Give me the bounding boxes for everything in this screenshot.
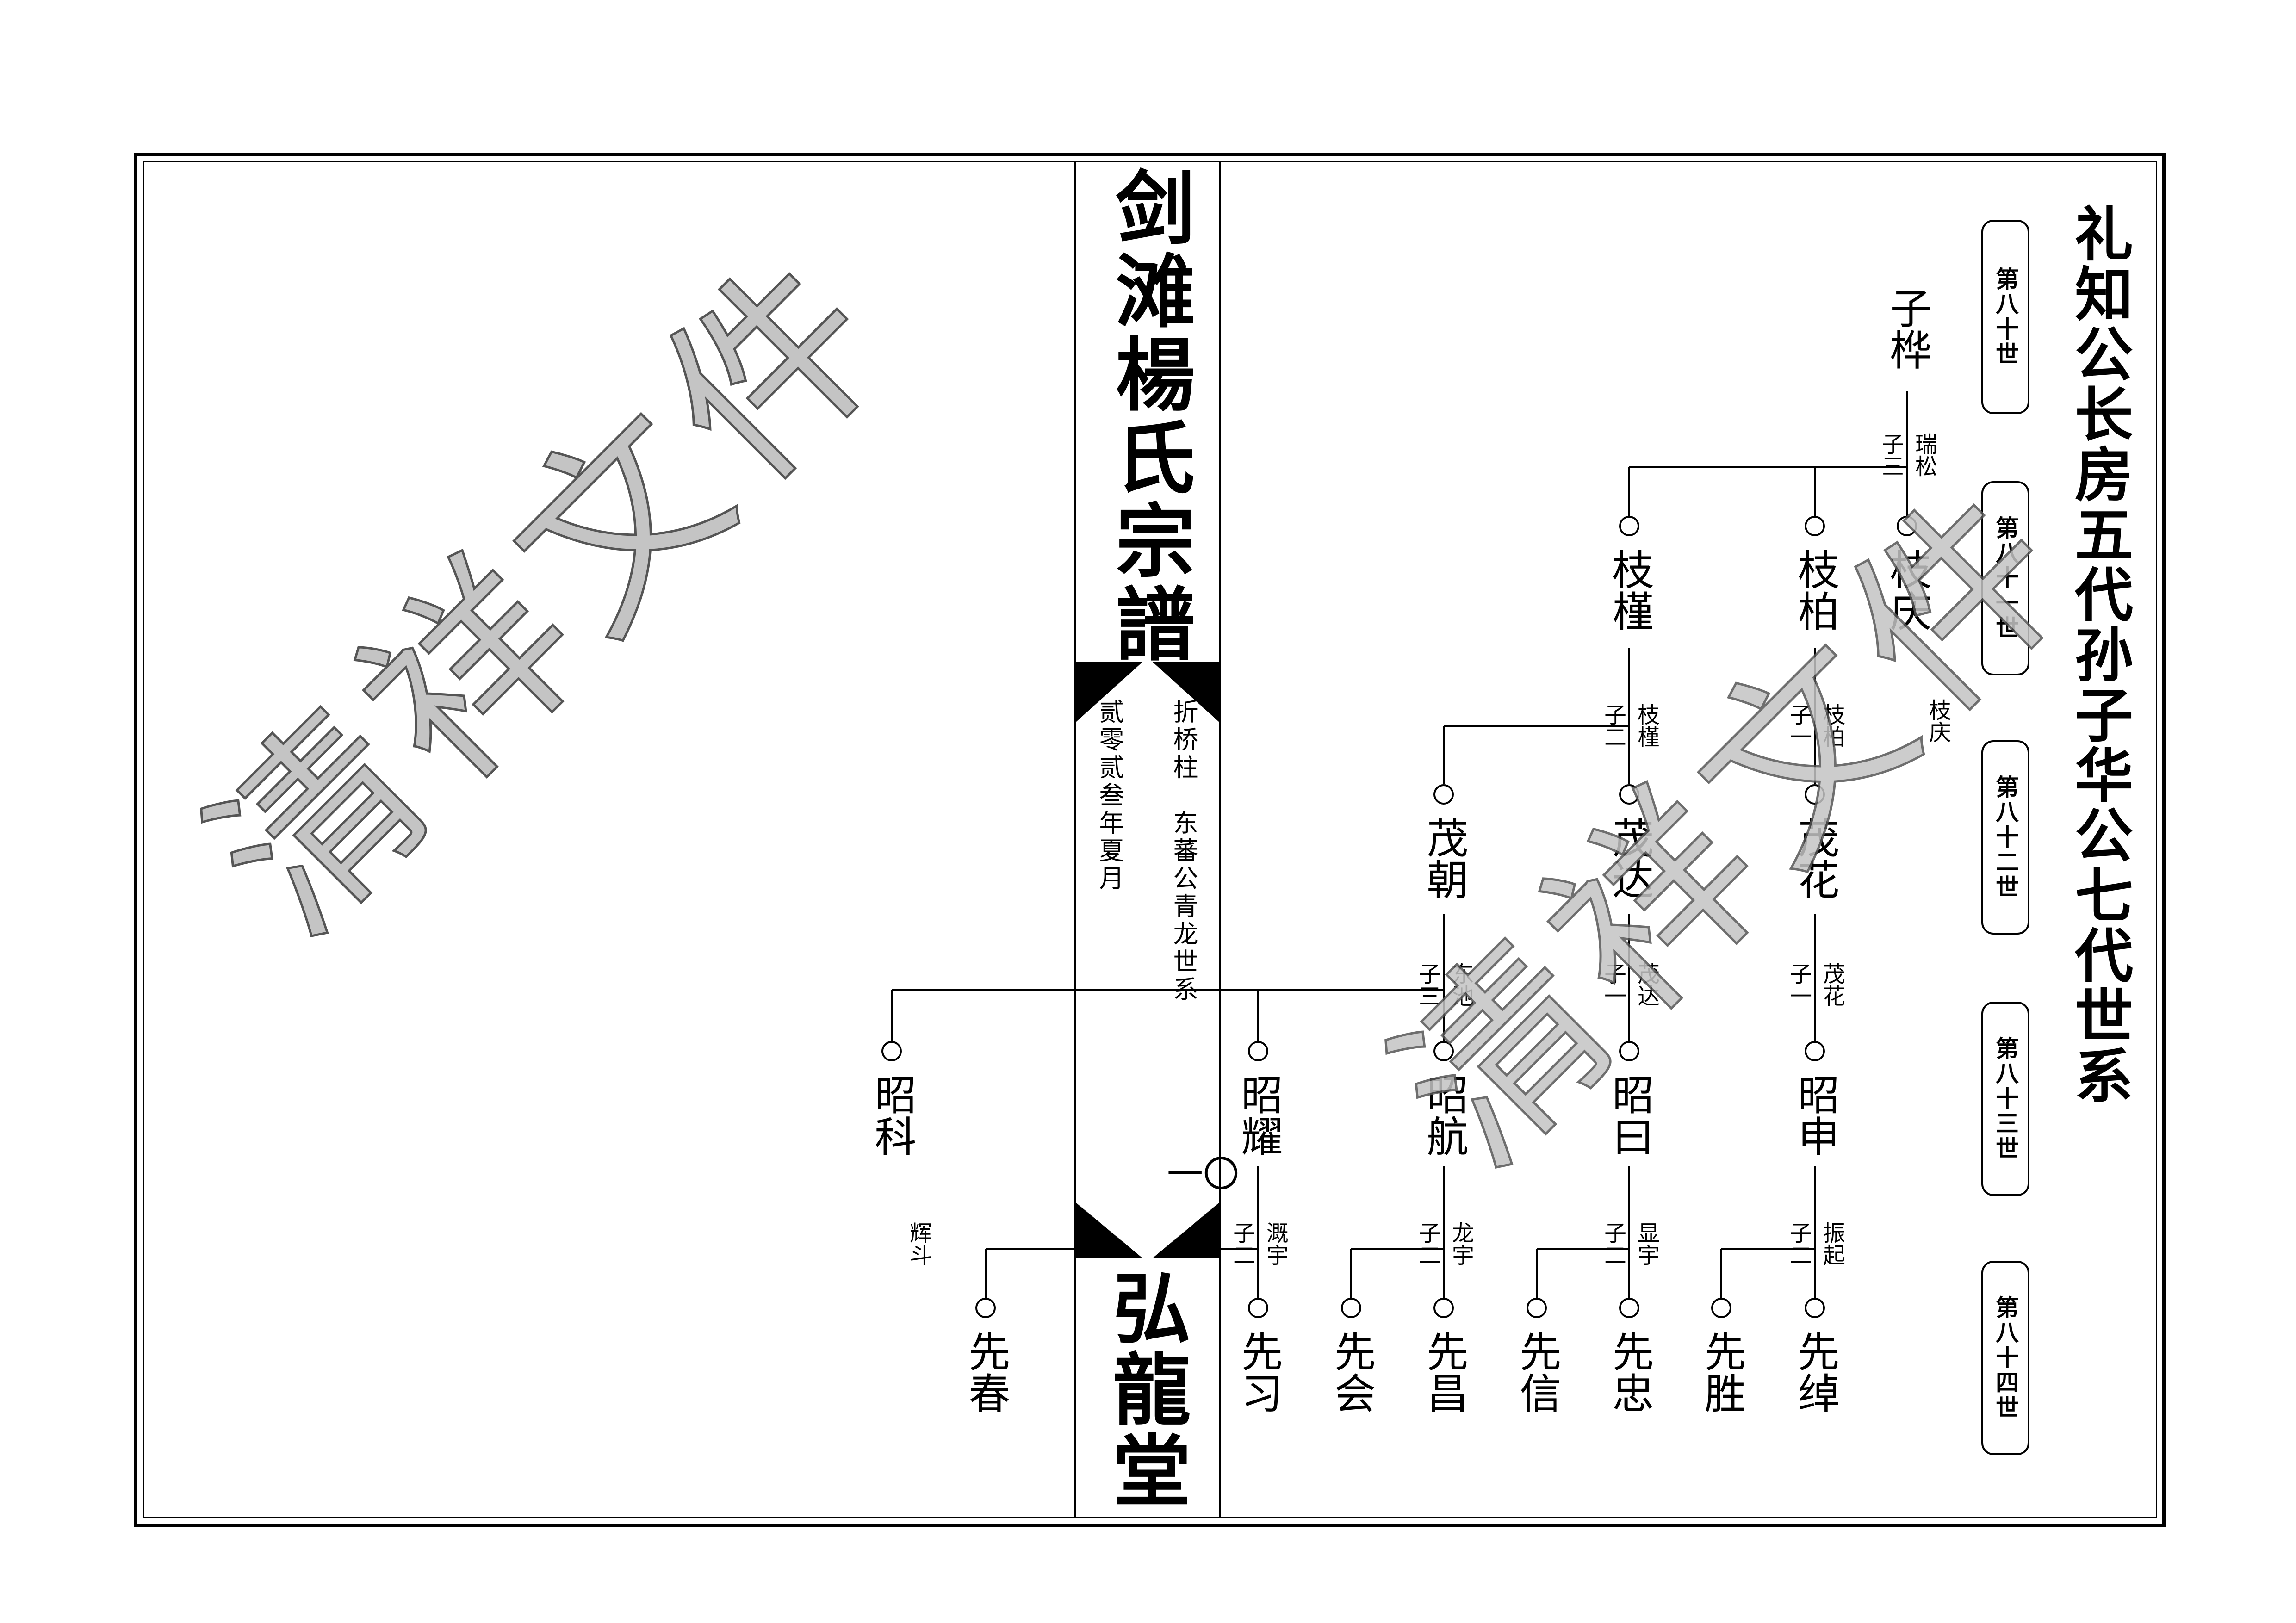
person-xian-xi: 先习 — [1234, 1330, 1283, 1413]
node-circle — [1433, 1041, 1454, 1061]
person-xian-sheng: 先胜 — [1697, 1330, 1746, 1413]
rel-count: 子一 — [1786, 703, 1812, 748]
rel-count: 子二 — [1600, 1221, 1626, 1266]
node-circle — [1805, 1298, 1825, 1318]
node-circle — [1711, 1298, 1731, 1318]
rel-father: 茂花 — [1819, 962, 1845, 1007]
page-title: 礼知公长房五代孙子华公七代世系 — [2065, 204, 2134, 1106]
node-circle — [1897, 516, 1917, 536]
spine-date: 贰零贰叁年夏月 — [1095, 699, 1124, 893]
generation-label-82: 第八十二世 — [1981, 740, 2029, 935]
node-circle — [1433, 1298, 1454, 1318]
rel-father: 瑞松 — [1911, 433, 1937, 477]
rel-count: 子一 — [1786, 962, 1812, 1007]
person-zhao-hang: 昭航 — [1420, 1073, 1468, 1157]
node-circle — [1619, 1041, 1639, 1061]
inner-frame — [143, 161, 2157, 1518]
node-circle — [881, 1041, 902, 1061]
node-circle — [975, 1298, 996, 1318]
person-xian-chun: 先春 — [962, 1330, 1010, 1413]
person-xian-zhong: 先忠 — [1605, 1330, 1654, 1413]
page-number: 一〇 — [1167, 1154, 1240, 1196]
node-circle — [1527, 1298, 1547, 1318]
rel-count: 子二 — [1415, 1221, 1440, 1266]
node-circle — [1805, 516, 1825, 536]
rel-father: 溉宇 — [1262, 1221, 1288, 1266]
node-circle — [1248, 1298, 1268, 1318]
person-zhi-jin: 枝槿 — [1605, 548, 1654, 632]
person-zhi-bo: 枝柏 — [1791, 548, 1839, 632]
rel-father: 显宇 — [1633, 1221, 1659, 1266]
person-xian-hui: 先会 — [1327, 1330, 1376, 1413]
node-circle — [1805, 1041, 1825, 1061]
rel-father: 东池 — [1448, 962, 1474, 1007]
node-circle — [1619, 1298, 1639, 1318]
rel-father: 振起 — [1819, 1221, 1845, 1266]
lower-fishtail-right — [1152, 1203, 1219, 1258]
node-circle — [1619, 784, 1639, 805]
person-xian-chang: 先昌 — [1420, 1330, 1468, 1413]
generation-label-80: 第八十世 — [1981, 220, 2029, 414]
node-circle — [1248, 1041, 1268, 1061]
person-zhao-yue: 昭曰 — [1605, 1073, 1654, 1157]
node-circle — [1805, 784, 1825, 805]
hall-name: 弘龍堂 — [1100, 1268, 1191, 1512]
lower-fishtail-left — [1076, 1203, 1143, 1258]
person-zhao-ke: 昭科 — [868, 1073, 916, 1157]
person-mao-da: 茂达 — [1605, 817, 1654, 900]
spine-column — [1074, 161, 1221, 1518]
node-circle — [1433, 784, 1454, 805]
outer-frame — [134, 153, 2166, 1527]
rel-note: 枝庆 — [1925, 699, 1951, 743]
rel-count: 子二 — [1786, 1221, 1812, 1266]
spine-title: 剑滩楊氏宗譜 — [1102, 167, 1196, 666]
person-zhi-qing: 枝庆 — [1883, 548, 1931, 632]
rel-count: 子三 — [1415, 962, 1440, 1007]
generation-label-83: 第八十三世 — [1981, 1002, 2029, 1196]
rel-father: 枝槿 — [1633, 703, 1659, 748]
rel-count: 子二 — [1600, 703, 1626, 748]
spine-subtitle: 折桥柱 东蕃公青龙世系 — [1169, 699, 1198, 1004]
person-mao-chao: 茂朝 — [1420, 817, 1468, 900]
person-xian-zhuo: 先绰 — [1791, 1330, 1839, 1413]
person-zhao-yao: 昭耀 — [1234, 1073, 1283, 1157]
node-circle — [1619, 516, 1639, 536]
person-zi-hua: 子桦 — [1883, 287, 1931, 370]
rel-father: 茂达 — [1633, 962, 1659, 1007]
rel-count: 子三 — [1878, 433, 1904, 477]
rel-note: 辉斗 — [906, 1221, 931, 1266]
rel-father: 枝柏 — [1819, 703, 1845, 748]
generation-label-81: 第八十一世 — [1981, 481, 2029, 675]
person-mao-hua: 茂花 — [1791, 817, 1839, 900]
person-xian-xin: 先信 — [1513, 1330, 1561, 1413]
rel-count: 子二 — [1229, 1221, 1255, 1266]
rel-count: 子一 — [1600, 962, 1626, 1007]
upper-fishtail-right — [1152, 662, 1219, 722]
upper-fishtail-left — [1076, 662, 1143, 722]
rel-father: 龙宇 — [1448, 1221, 1474, 1266]
generation-label-84: 第八十四世 — [1981, 1261, 2029, 1455]
node-circle — [1341, 1298, 1361, 1318]
person-zhao-shen: 昭申 — [1791, 1073, 1839, 1157]
